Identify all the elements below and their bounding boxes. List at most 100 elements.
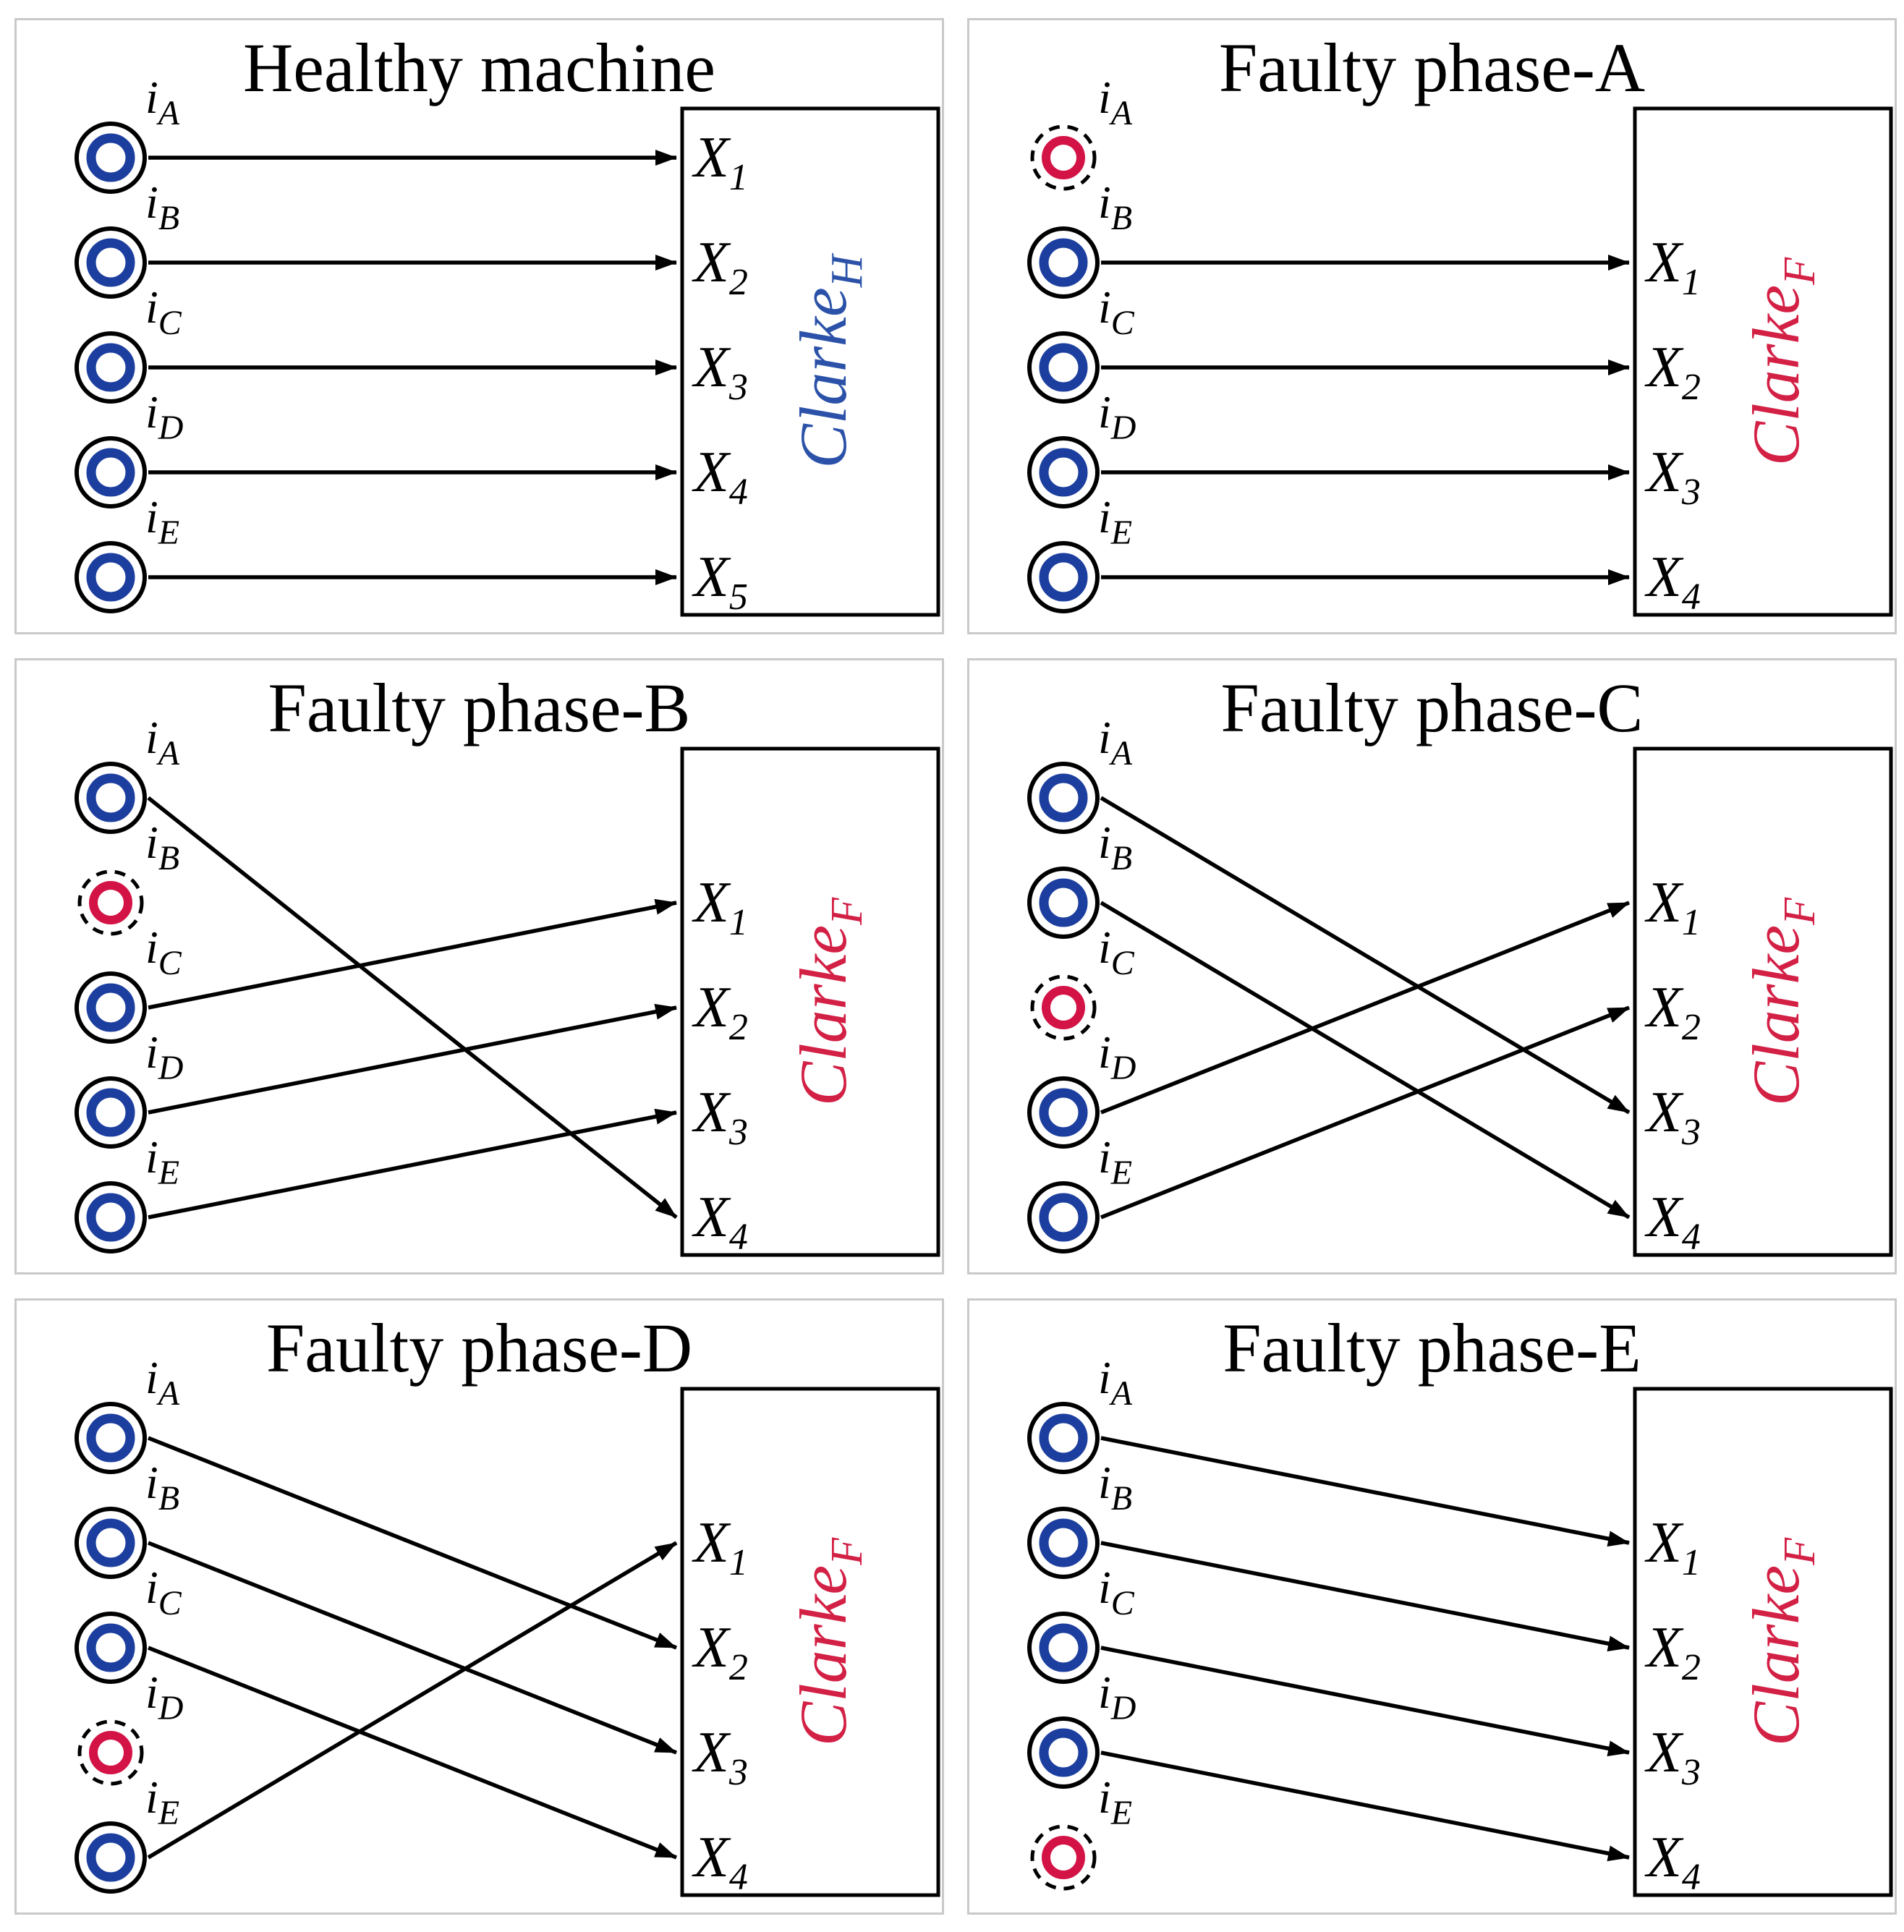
input-node-D xyxy=(75,436,147,508)
healthy-ring-icon xyxy=(86,1088,135,1137)
output-label: X4 xyxy=(1644,1186,1701,1258)
input-node-B xyxy=(1027,1507,1100,1579)
panel-title: Faulty phase-E xyxy=(1223,1309,1641,1387)
clarke-label: ClarkeF xyxy=(1739,257,1824,466)
panel-title: Faulty phase-D xyxy=(265,1309,693,1387)
output-label: X2 xyxy=(1644,976,1701,1048)
input-label: iE xyxy=(1098,1771,1132,1832)
output-label: X1 xyxy=(692,126,748,198)
input-node-B xyxy=(1027,226,1100,299)
connection-line-iD-to-X4 xyxy=(1100,1750,1630,1862)
connection-line-iE-to-X1 xyxy=(147,1541,678,1860)
input-node-C xyxy=(1027,331,1100,404)
faulty-ring-icon xyxy=(1042,1836,1085,1879)
healthy-ring-icon xyxy=(86,343,135,392)
output-label: X4 xyxy=(1644,1826,1701,1898)
input-label: iC xyxy=(1098,1562,1135,1622)
connection-line-iC-to-X3 xyxy=(1100,1646,1630,1757)
healthy-ring-icon xyxy=(86,133,135,182)
input-label: iE xyxy=(1098,1131,1132,1192)
healthy-ring-icon xyxy=(1039,1518,1088,1567)
healthy-ring-icon xyxy=(1039,448,1088,497)
input-node-E xyxy=(75,541,147,613)
input-node-B xyxy=(77,869,144,936)
input-node-E xyxy=(1027,541,1100,613)
connection-line-iD-to-X2 xyxy=(148,1003,677,1115)
output-label: X3 xyxy=(692,1081,748,1153)
input-label: iA xyxy=(1098,712,1133,773)
input-label: iC xyxy=(1098,922,1135,982)
input-node-E xyxy=(1027,1181,1100,1254)
connection-line-iC-to-X1 xyxy=(148,898,677,1010)
clarke-transform-box xyxy=(1633,746,1893,1257)
output-label: X2 xyxy=(692,976,748,1048)
connection-line-iB-to-X4 xyxy=(1100,901,1631,1220)
output-label: X4 xyxy=(1644,545,1701,618)
output-label: X2 xyxy=(692,231,748,303)
output-label: X3 xyxy=(1644,1721,1701,1793)
input-node-A xyxy=(1027,1402,1100,1474)
input-label: iA xyxy=(145,1352,180,1413)
clarke-transform-box xyxy=(680,1387,940,1897)
input-node-E xyxy=(1030,1824,1097,1891)
output-label: X1 xyxy=(1644,1511,1701,1583)
connection-line-iA-to-X3 xyxy=(1100,796,1631,1115)
input-label: iA xyxy=(145,72,180,132)
healthy-ring-icon xyxy=(86,983,135,1032)
input-label: iC xyxy=(145,281,182,342)
input-label: iC xyxy=(145,922,182,982)
healthy-ring-icon xyxy=(86,773,135,822)
input-node-A xyxy=(75,122,147,194)
input-node-C xyxy=(75,1612,147,1684)
output-label: X3 xyxy=(1644,1081,1701,1153)
panel-title: Faulty phase-B xyxy=(268,669,691,746)
healthy-ring-icon xyxy=(1039,1088,1088,1137)
panel-title: Healthy machine xyxy=(242,29,716,106)
input-node-C xyxy=(75,331,147,404)
input-label: iD xyxy=(1098,1026,1136,1087)
input-label: iB xyxy=(145,176,179,237)
input-node-D xyxy=(1027,1716,1100,1789)
clarke-label: ClarkeF xyxy=(786,1537,872,1746)
connection-line-iA-to-X2 xyxy=(147,1436,678,1650)
input-node-D xyxy=(77,1719,144,1786)
clarke-transform-box xyxy=(1633,106,1893,617)
healthy-ring-icon xyxy=(1039,238,1088,287)
input-label: iE xyxy=(145,491,179,552)
input-label: iB xyxy=(1098,1457,1132,1518)
input-label: iB xyxy=(145,1457,179,1518)
input-label: iE xyxy=(145,1131,179,1192)
output-label: X5 xyxy=(692,545,748,618)
clarke-label: ClarkeH xyxy=(786,252,872,468)
input-node-A xyxy=(1027,762,1100,834)
connection-line-iB-to-X2 xyxy=(1100,1541,1630,1652)
input-label: iC xyxy=(1098,281,1135,342)
input-node-D xyxy=(1027,1076,1100,1149)
input-label: iD xyxy=(145,386,183,447)
output-label: X4 xyxy=(692,1826,748,1898)
connection-line-iC-to-X4 xyxy=(147,1646,678,1860)
panel-title: Faulty phase-A xyxy=(1218,29,1646,106)
input-node-E xyxy=(75,1821,147,1894)
input-node-C xyxy=(75,971,147,1044)
clarke-transform-box xyxy=(1633,1387,1893,1897)
input-label: iB xyxy=(1098,176,1132,237)
output-label: X3 xyxy=(692,1721,748,1793)
healthy-ring-icon xyxy=(1039,553,1088,602)
input-label: iD xyxy=(145,1667,183,1727)
connection-line-iE-to-X3 xyxy=(148,1108,677,1220)
input-node-B xyxy=(1027,867,1100,939)
healthy-ring-icon xyxy=(1039,1413,1088,1463)
output-label: X2 xyxy=(1644,1616,1701,1688)
panel-title: Faulty phase-C xyxy=(1220,669,1644,746)
input-label: iE xyxy=(1098,491,1132,552)
